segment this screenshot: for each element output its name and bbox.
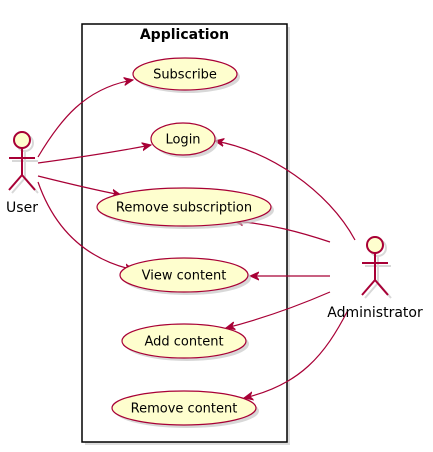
associations (37, 80, 356, 398)
usecase-view-content[interactable]: View content (119, 257, 251, 295)
stick-figure-icon (361, 236, 389, 296)
association-user-remove-subscription (37, 175, 121, 195)
usecase-label: Remove content (131, 402, 238, 417)
actor-label: Administrator (327, 305, 423, 321)
usecase-subscribe[interactable]: Subscribe (132, 57, 240, 93)
usecase-label: Remove subscription (116, 201, 252, 216)
association-user-login (37, 145, 151, 164)
actor-administrator[interactable]: Administrator (327, 236, 423, 321)
association-admin-remove-content (244, 309, 349, 398)
system-title: Application (140, 27, 229, 43)
usecase-label: Login (165, 133, 200, 148)
usecase-label: Add content (144, 335, 223, 350)
actor-label: User (6, 200, 38, 216)
usecase-label: View content (142, 269, 227, 284)
usecase-login[interactable]: Login (150, 122, 218, 158)
usecase-add-content[interactable]: Add content (121, 323, 249, 361)
usecase-remove-subscription[interactable]: Remove subscription (96, 187, 274, 229)
stick-figure-icon (8, 131, 36, 191)
association-user-view-content (37, 181, 134, 270)
use-cases: Subscribe Login Remove subscription View… (96, 57, 274, 428)
association-admin-add-content (226, 291, 331, 328)
association-user-subscribe (37, 80, 133, 158)
association-admin-login (215, 141, 356, 241)
usecase-label: Subscribe (153, 68, 217, 83)
usecase-remove-content[interactable]: Remove content (111, 390, 259, 428)
system-boundary: Application (81, 23, 290, 445)
actor-user[interactable]: User (6, 131, 39, 216)
